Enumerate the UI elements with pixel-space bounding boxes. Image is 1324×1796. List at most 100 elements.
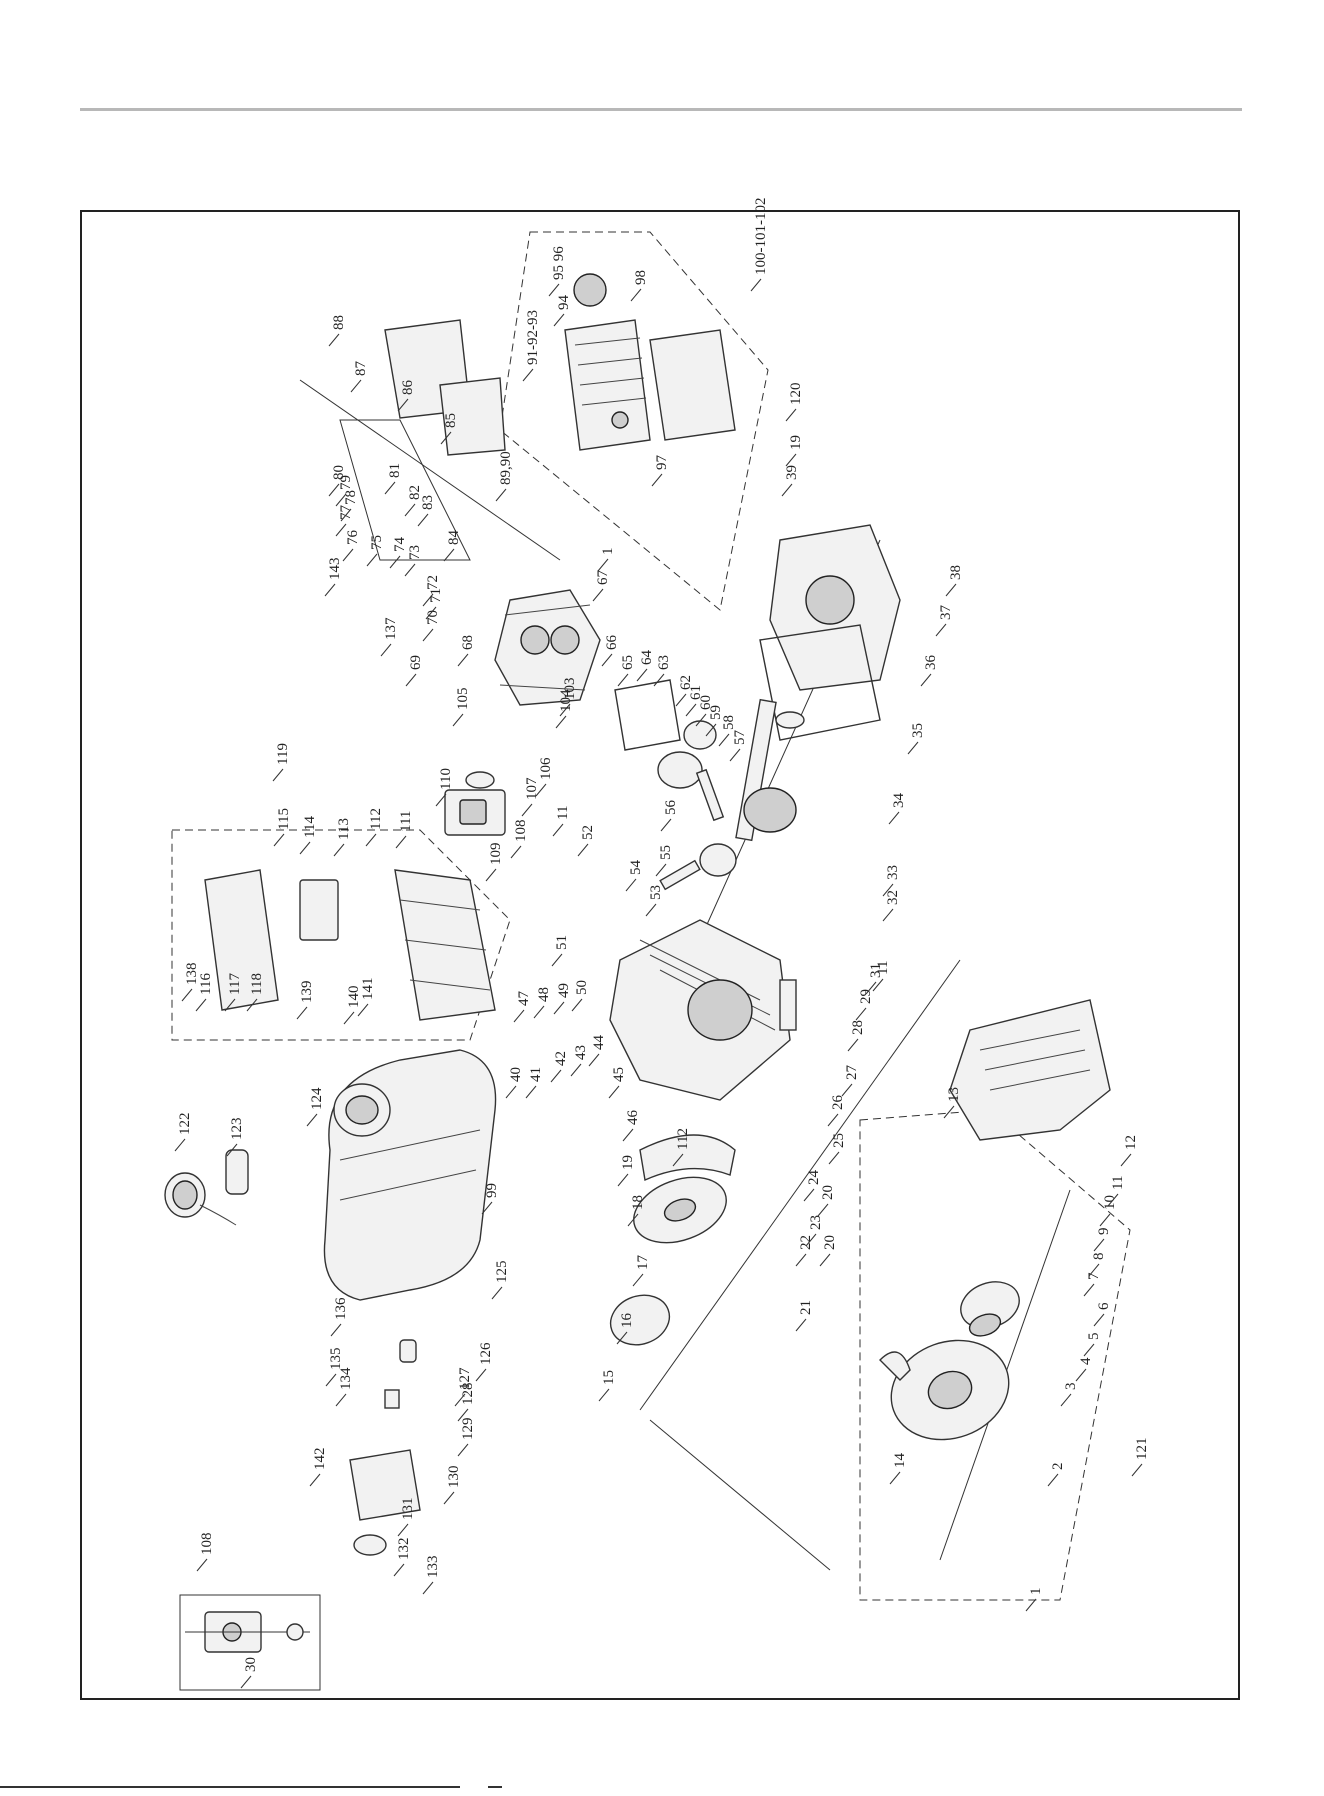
leader-line-p42	[550, 1069, 562, 1083]
carburetor-inset-box	[179, 1594, 321, 1691]
fuel-tank	[323, 1049, 497, 1301]
leader-line-p112	[365, 833, 377, 847]
leader-line-p83	[417, 513, 429, 527]
part-label-p1b: 1	[600, 548, 616, 556]
part-label-p91_92_93: 91-92-93	[525, 310, 541, 365]
leader-line-p58	[718, 733, 730, 747]
muffler-group-box	[499, 231, 769, 611]
diagram-frame	[80, 210, 1240, 1700]
part-label-p137: 137	[383, 617, 399, 640]
leader-line-p95_96	[548, 283, 560, 297]
leader-line-p88	[328, 333, 340, 347]
crankcase-cover	[769, 524, 901, 691]
leader-line-p40	[505, 1085, 517, 1099]
part-label-p20: 20	[822, 1235, 838, 1250]
part-label-p105: 105	[455, 688, 471, 711]
part-label-p110: 110	[438, 768, 454, 790]
leader-line-p69	[405, 673, 417, 687]
part-label-p124: 124	[309, 1087, 325, 1110]
leader-line-p21	[795, 1318, 807, 1332]
part-label-p75: 75	[369, 535, 385, 550]
leader-line-p53	[645, 903, 657, 917]
leader-line-p33	[882, 883, 894, 897]
part-label-p128: 128	[460, 1383, 476, 1406]
leader-line-p1	[1025, 1598, 1037, 1612]
part-label-p122: 122	[177, 1113, 193, 1136]
part-label-p131: 131	[400, 1498, 416, 1521]
leader-line-p9	[1093, 1238, 1105, 1252]
leader-line-p130	[443, 1491, 455, 1505]
part-label-p143: 143	[327, 558, 343, 581]
leader-line-p73	[404, 563, 416, 577]
muffler	[564, 273, 736, 451]
leader-line-p50	[571, 998, 583, 1012]
part-label-p134: 134	[338, 1367, 354, 1390]
leader-line-p115	[273, 833, 285, 847]
part-label-p19b: 19	[788, 435, 804, 450]
flywheel	[633, 1176, 727, 1244]
valve-group-bracket	[339, 419, 471, 561]
part-label-p26: 26	[830, 1095, 846, 1111]
leader-line-p127	[454, 1393, 466, 1407]
leader-line-p87	[350, 379, 362, 393]
part-label-p17: 17	[635, 1255, 651, 1271]
crankshaft	[735, 698, 805, 842]
part-label-p104: 104	[558, 689, 574, 712]
leader-line-p70	[422, 628, 434, 642]
leader-line-p41	[525, 1085, 537, 1099]
leader-line-p63	[653, 673, 665, 687]
part-label-p32: 32	[885, 890, 901, 905]
part-label-p3: 3	[1063, 1383, 1079, 1391]
leader-line-p61	[685, 703, 697, 717]
leader-line-p62	[675, 693, 687, 707]
leader-line-p7	[1083, 1283, 1095, 1297]
part-label-p142: 142	[312, 1448, 328, 1471]
part-label-p120: 120	[788, 383, 804, 406]
head-cover	[384, 319, 506, 456]
leader-line-p74	[389, 555, 401, 569]
leader-line-p36	[920, 673, 932, 687]
part-label-p62: 62	[678, 675, 694, 690]
leader-line-p55	[655, 863, 667, 877]
part-label-p140: 140	[346, 986, 362, 1009]
part-label-p85: 85	[443, 413, 459, 428]
part-label-p22: 22	[798, 1235, 814, 1250]
recoil-reel	[960, 1281, 1020, 1337]
fuel-filter	[225, 1149, 249, 1195]
leader-line-p114	[299, 841, 311, 855]
part-label-p112b: 112	[675, 1128, 691, 1150]
leader-line-p135	[325, 1373, 337, 1387]
leader-line-p111	[395, 835, 407, 849]
leader-line-p122	[174, 1138, 186, 1152]
part-label-p20b: 20	[820, 1185, 836, 1200]
leader-line-p100_101_102	[750, 278, 762, 292]
starter-cup	[609, 1294, 671, 1346]
part-label-p112: 112	[368, 808, 384, 830]
leader-line-p11	[1107, 1193, 1119, 1207]
part-label-p109: 109	[488, 843, 504, 866]
part-label-p108: 108	[513, 820, 529, 843]
part-label-p95_96: 95 96	[551, 246, 567, 280]
part-label-p60: 60	[698, 695, 714, 710]
part-label-p52: 52	[580, 825, 596, 840]
leader-line-p84	[443, 548, 455, 562]
part-label-p81: 81	[387, 463, 403, 478]
leader-line-p124	[306, 1113, 318, 1127]
part-label-p65: 65	[620, 655, 636, 670]
part-label-p141: 141	[360, 978, 376, 1001]
part-label-p57: 57	[732, 730, 748, 746]
leader-line-p57	[729, 748, 741, 762]
part-label-p42: 42	[553, 1051, 569, 1066]
part-label-p83: 83	[420, 495, 436, 510]
leader-line-p10	[1099, 1213, 1111, 1227]
leader-line-p27	[841, 1083, 853, 1097]
leader-line-p67	[592, 588, 604, 602]
leader-line-p23	[805, 1233, 817, 1247]
leader-line-p34	[888, 811, 900, 825]
leader-line-p39	[781, 483, 793, 497]
leader-line-p79	[335, 493, 347, 507]
part-label-p97: 97	[654, 455, 670, 471]
leader-line-p47	[513, 1009, 525, 1023]
leader-line-p138	[181, 988, 193, 1002]
control-bracket	[349, 1339, 421, 1556]
